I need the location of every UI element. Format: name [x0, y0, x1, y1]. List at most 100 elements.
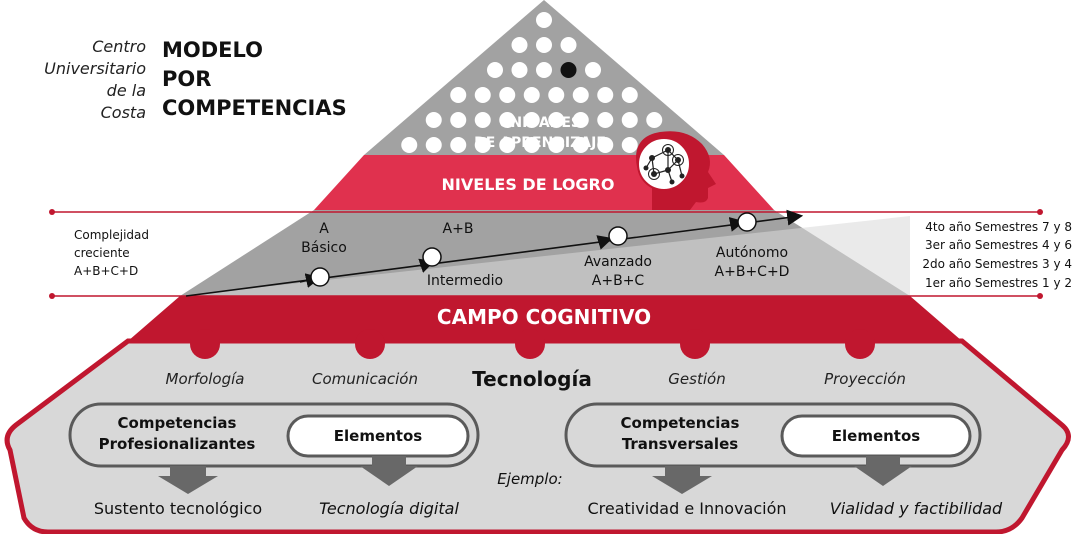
- stage-intermedio-top: A+B: [443, 221, 474, 237]
- grid-dot: [536, 37, 552, 53]
- right-arrow-2: [854, 456, 912, 486]
- right-title-2: Transversales: [622, 435, 738, 453]
- cognitive-label: CAMPO COGNITIVO: [437, 305, 651, 329]
- grid-dot: [425, 137, 442, 153]
- right-arrow-1: [652, 466, 712, 494]
- left-elements-label: Elementos: [334, 427, 423, 445]
- grid-dot: [597, 112, 614, 128]
- complexity-band-light: [180, 216, 910, 296]
- complexity-line-3: A+B+C+D: [74, 264, 138, 278]
- guide-dot-top-right: [1037, 209, 1043, 215]
- grid-dot: [511, 37, 528, 53]
- bottom-body: [4, 338, 1071, 535]
- grid-dot: [597, 137, 614, 153]
- left-result-1: Sustento tecnológico: [94, 499, 262, 518]
- head-network-icon: [636, 131, 716, 210]
- left-competency-group: Competencias Profesionalizantes Elemento…: [68, 402, 480, 494]
- field-drop-3: [515, 329, 545, 359]
- right-outer-box: [564, 402, 982, 468]
- stage-basico-label: Básico: [301, 240, 347, 256]
- stage-avanzado-label: Avanzado: [584, 254, 652, 270]
- field-drop-2: [355, 329, 385, 359]
- grid-dot: [499, 87, 516, 103]
- field-drop-1: [190, 329, 220, 359]
- grid-dot: [450, 112, 467, 128]
- units-label-1: UNIDADES: [499, 115, 581, 131]
- right-title-1: Competencias: [621, 414, 740, 432]
- stage-avanzado-sub: A+B+C: [592, 273, 645, 289]
- year-4: 4to año Semestres 7 y 8: [925, 220, 1072, 234]
- grid-dot: [572, 112, 589, 128]
- grid-dot: [474, 112, 491, 128]
- complexity-arrow[interactable]: [185, 209, 804, 297]
- grid-dot: [474, 87, 491, 103]
- grid-dot: [523, 87, 540, 103]
- right-result-1: Creatividad e Innovación: [587, 499, 786, 518]
- left-result-2: Tecnología digital: [319, 499, 459, 518]
- model-title: MODELO POR COMPETENCIAS: [162, 38, 347, 120]
- field-tecnologia: Tecnología: [472, 367, 592, 391]
- stage-node-avanzado[interactable]: [608, 226, 628, 246]
- right-competency-group: Competencias Transversales Elementos: [564, 402, 982, 494]
- dot-grid: [401, 12, 687, 153]
- field-proyeccion: Proyección: [824, 370, 906, 388]
- field-gestion: Gestión: [668, 370, 725, 388]
- grid-dot: [401, 137, 418, 153]
- field-morfologia: Morfología: [166, 370, 245, 388]
- grid-dot: [597, 87, 614, 103]
- left-title-2: Profesionalizantes: [99, 435, 256, 453]
- grid-dot: [450, 87, 467, 103]
- complexity-line-2: creciente: [74, 246, 130, 260]
- cognitive-band: [128, 296, 962, 341]
- left-arrow-2: [360, 456, 418, 486]
- stage-basico-top: A: [319, 221, 329, 237]
- field-comunicacion: Comunicación: [312, 370, 418, 388]
- grid-dot: [523, 137, 540, 153]
- grid-dot: [572, 87, 589, 103]
- levels-label: NIVELES DE LOGRO: [442, 175, 615, 194]
- grid-dot: [450, 137, 467, 153]
- stage-node-basico[interactable]: [310, 267, 330, 287]
- grid-dot: [548, 112, 565, 128]
- grid-dot: [548, 137, 565, 153]
- field-drop-4: [680, 329, 710, 359]
- field-drop-5: [845, 329, 875, 359]
- stage-node-autonomo[interactable]: [737, 212, 757, 232]
- grid-dot: [585, 62, 601, 78]
- stage-autonomo-sub: A+B+C+D: [715, 264, 790, 280]
- grid-dot: [499, 137, 516, 153]
- field-drops: [190, 329, 875, 359]
- left-outer-box: [68, 402, 480, 468]
- units-label-2: DE APRENDIZAJE: [474, 135, 606, 151]
- institution-name: Centro Universitario de la Costa: [44, 37, 146, 122]
- grid-dot: [536, 62, 552, 78]
- stage-markers: [299, 212, 757, 288]
- grid-dot: [536, 12, 552, 28]
- guide-dot-bottom-right: [1037, 293, 1043, 299]
- grid-dot: [621, 112, 638, 128]
- grid-dot: [511, 62, 528, 78]
- stage-intermedio-label: Intermedio: [427, 273, 503, 289]
- right-result-2: Vialidad y factibilidad: [830, 499, 1003, 518]
- grid-dot: [548, 87, 565, 103]
- grid-dot: [572, 137, 589, 153]
- stage-autonomo-label: Autónomo: [716, 245, 788, 261]
- grid-dot: [499, 112, 516, 128]
- stage-node-intermedio[interactable]: [422, 247, 442, 267]
- guide-dot-top-left: [49, 209, 55, 215]
- complexity-line-1: Complejidad: [74, 228, 149, 242]
- right-elements-label: Elementos: [832, 427, 921, 445]
- grid-dot: [523, 112, 540, 128]
- year-2: 2do año Semestres 3 y 4: [922, 257, 1072, 271]
- guide-dot-bottom-left: [49, 293, 55, 299]
- grid-dot: [425, 112, 442, 128]
- example-label: Ejemplo:: [497, 470, 562, 488]
- year-1: 1er año Semestres 1 y 2: [925, 276, 1072, 290]
- grid-dot: [560, 37, 577, 53]
- grid-dot: [474, 137, 491, 153]
- grid-dot: [646, 112, 663, 128]
- grid-dot: [621, 87, 638, 103]
- year-3: 3er año Semestres 4 y 6: [925, 238, 1072, 252]
- grid-dot: [621, 137, 638, 153]
